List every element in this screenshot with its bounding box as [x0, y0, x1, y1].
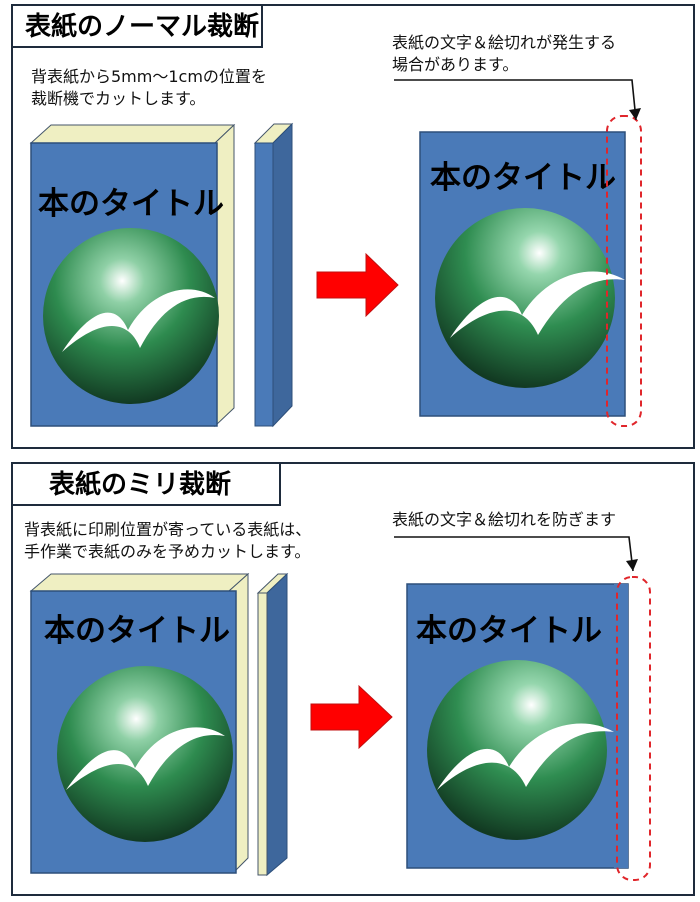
book-top-pages	[29, 573, 250, 592]
note-line: 表紙の文字＆絵切れが発生する	[392, 33, 617, 52]
right-arrow-icon	[310, 684, 393, 750]
section-note: 表紙の文字＆絵切れを防ぎます	[392, 509, 616, 531]
cover-after-cut: 本のタイトル	[406, 583, 629, 869]
description-line: 手作業で表紙のみを予めカットします。	[24, 542, 311, 561]
book-before: 本のタイトル	[29, 123, 236, 428]
book-before: 本のタイトル	[29, 572, 250, 874]
cut-loss-marker	[616, 576, 651, 881]
leader-arrowhead	[626, 559, 638, 571]
cut-spine-piece	[256, 572, 289, 877]
globe-icon	[43, 228, 219, 404]
book-title: 本のタイトル	[430, 160, 616, 196]
leader-arrowhead	[629, 108, 641, 120]
cut-spine-piece	[253, 122, 294, 428]
bird-icon	[450, 271, 625, 338]
note-line: 場合があります。	[392, 55, 519, 74]
section-description: 背表紙から5mm～1cmの位置を 裁断機でカットします。	[31, 66, 267, 110]
right-arrow-icon	[316, 252, 399, 318]
note-line: 表紙の文字＆絵切れを防ぎます	[392, 510, 617, 529]
description-line: 背表紙に印刷位置が寄っている表紙は、	[24, 520, 312, 539]
description-line: 裁断機でカットします。	[31, 89, 206, 108]
section-description: 背表紙に印刷位置が寄っている表紙は、 手作業で表紙のみを予めカットします。	[24, 519, 311, 563]
bird-icon	[62, 289, 215, 352]
bird-icon	[66, 727, 225, 790]
book-title: 本のタイトル	[38, 186, 224, 222]
book-title: 本のタイトル	[44, 613, 230, 649]
leader-line	[394, 79, 637, 121]
globe-icon	[427, 660, 607, 840]
cut-loss-marker	[606, 115, 642, 427]
bird-icon	[437, 723, 614, 790]
globe-icon	[435, 208, 615, 388]
cover-after-cut: 本のタイトル	[419, 131, 626, 417]
description-line: 背表紙から5mm～1cmの位置を	[31, 67, 267, 86]
section-title: 表紙のノーマル裁断	[13, 6, 263, 48]
leader-line	[394, 536, 634, 572]
book-title: 本のタイトル	[416, 613, 602, 649]
section-title: 表紙のミリ裁断	[13, 464, 281, 506]
section-note: 表紙の文字＆絵切れが発生する 場合があります。	[392, 32, 616, 76]
